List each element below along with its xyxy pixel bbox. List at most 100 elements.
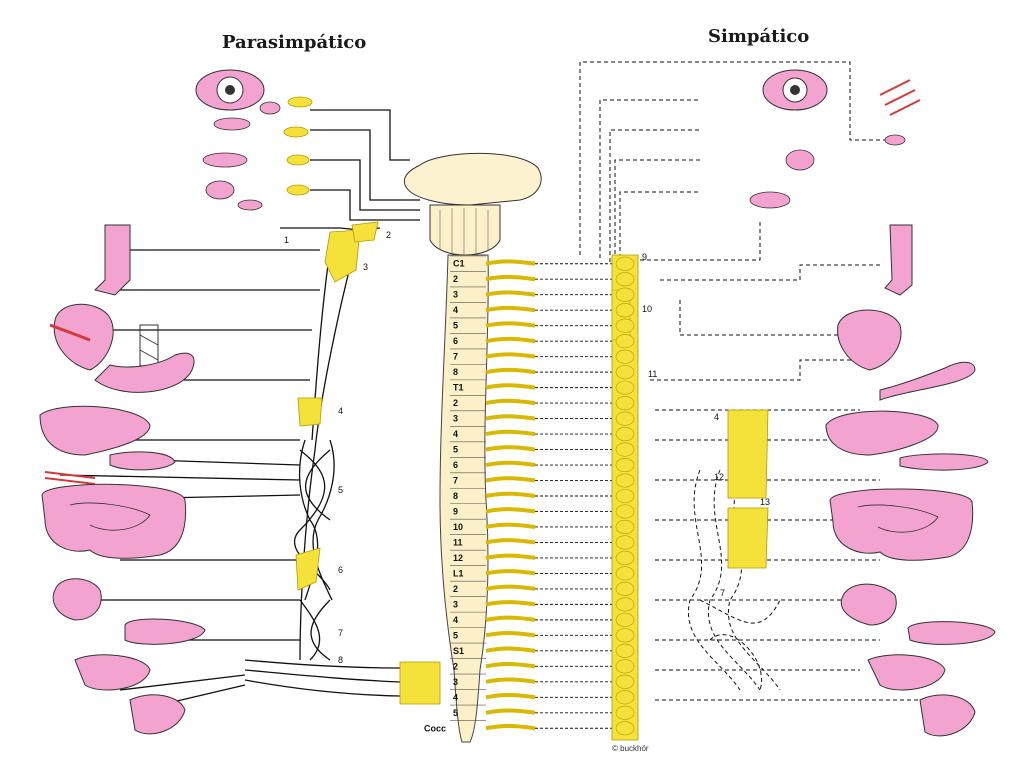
liver-icon [825, 410, 939, 456]
spinal-nerve-root [485, 507, 536, 514]
segment-label: 2 [453, 661, 458, 671]
brainstem [403, 152, 542, 256]
segment-label: 2 [453, 274, 458, 284]
segment-label: 10 [453, 522, 463, 532]
spinal-nerve-root [485, 646, 536, 653]
parasympathetic-organs [39, 69, 281, 735]
label-para-2: 2 [386, 230, 391, 240]
chain-ganglion [615, 566, 635, 581]
chain-ganglion [615, 442, 635, 457]
spinal-nerve-root [485, 414, 536, 421]
label-para-6: 6 [338, 565, 343, 575]
spinal-nerve-root [485, 631, 536, 638]
spinal-nerve-root [485, 367, 536, 375]
label-para-1: 1 [284, 235, 289, 245]
stomach-icon [94, 352, 195, 393]
sympathetic-chain [611, 254, 639, 741]
kidney-icon [840, 583, 897, 626]
spinal-nerve-root [485, 569, 536, 576]
chain-ganglion [615, 334, 635, 349]
segment-label: 7 [453, 476, 458, 486]
intestine-icon [829, 488, 974, 561]
label-symp-12: 12 [714, 472, 724, 482]
chain-ganglia [615, 256, 635, 736]
chain-ganglion [615, 597, 635, 612]
liver-icon [39, 405, 151, 456]
label-symp-7: 7 [720, 588, 725, 598]
chain-ganglion [615, 287, 635, 302]
prevertebral-ganglia [727, 409, 769, 569]
sympathetic-rami [535, 263, 612, 729]
chain-ganglion [615, 427, 635, 442]
spinal-nerve-root [485, 677, 536, 684]
segment-label: 6 [453, 460, 458, 470]
chain-ganglion [615, 411, 635, 426]
chain-ganglion [615, 349, 635, 364]
spinal-nerve-root [485, 336, 536, 344]
genitals-icon [867, 654, 976, 737]
segment-label: 4 [453, 615, 458, 625]
label-para-3: 3 [363, 262, 368, 272]
segment-label: 5 [453, 445, 458, 455]
gland-icon [749, 134, 906, 209]
spinal-nerve-root [485, 290, 536, 297]
spinal-nerve-root [485, 383, 536, 390]
label-para-4: 4 [338, 406, 343, 416]
spinal-nerve-root [485, 584, 536, 591]
label-symp-10: 10 [642, 304, 652, 314]
chain-ganglion [615, 473, 635, 488]
chain-ganglion [615, 519, 635, 535]
spinal-nerve-root [485, 476, 536, 483]
chain-ganglion [615, 643, 635, 658]
credit-signature: © buckhör [612, 744, 649, 753]
chain-ganglion [615, 380, 635, 395]
chain-ganglion [615, 721, 635, 736]
intestine-icon [41, 483, 187, 559]
label-para-8: 8 [338, 655, 343, 665]
segment-label: 3 [453, 414, 458, 424]
chain-ganglion [615, 457, 635, 473]
spinal-cord [439, 254, 489, 743]
segment-label: 9 [453, 506, 458, 516]
bladder-icon [124, 618, 206, 645]
label-symp-4: 4 [714, 412, 719, 422]
label-para-7: 7 [338, 628, 343, 638]
label-symp-13: 13 [760, 497, 770, 507]
spinal-nerve-root [485, 259, 536, 266]
segment-label: S1 [453, 646, 464, 656]
spinal-nerve-root [485, 553, 536, 560]
segment-label: 6 [453, 336, 458, 346]
stomach-icon [879, 361, 976, 401]
spinal-nerve-root [485, 398, 536, 406]
segment-label: 5 [453, 708, 458, 718]
spinal-nerve-root [485, 429, 536, 437]
segment-label: 4 [453, 305, 458, 315]
segment-label: T1 [453, 383, 464, 393]
chain-ganglion [615, 628, 635, 643]
segment-label: L1 [453, 568, 464, 578]
gland-icon [202, 101, 281, 211]
parasympathetic-number-labels: 1 2 3 4 5 6 7 8 [284, 230, 391, 665]
segment-label: Cocc [424, 723, 446, 733]
spinal-nerve-root [485, 615, 536, 622]
spinal-nerve-root [485, 693, 536, 700]
chain-ganglion [615, 272, 635, 287]
chain-ganglion [615, 303, 635, 318]
spinal-nerve-root [485, 321, 536, 328]
trachea-icon [884, 224, 913, 296]
segment-label: 11 [453, 537, 463, 547]
chain-ganglion [615, 581, 635, 596]
chain-ganglion [615, 705, 635, 720]
segment-label: 5 [453, 321, 458, 331]
segment-label: 4 [453, 692, 458, 702]
spinal-nerve-root [485, 708, 536, 715]
parasympathetic-pathways [59, 109, 440, 706]
eye-icon [195, 69, 265, 111]
spinal-nerve-root [485, 538, 536, 545]
chain-ganglion [615, 488, 635, 504]
spinal-segments: C12345678T123456789101112L12345S12345Coc… [424, 255, 536, 733]
spinal-nerve-root [485, 352, 536, 359]
segment-label: 3 [453, 677, 458, 687]
eye-icon [762, 69, 828, 111]
